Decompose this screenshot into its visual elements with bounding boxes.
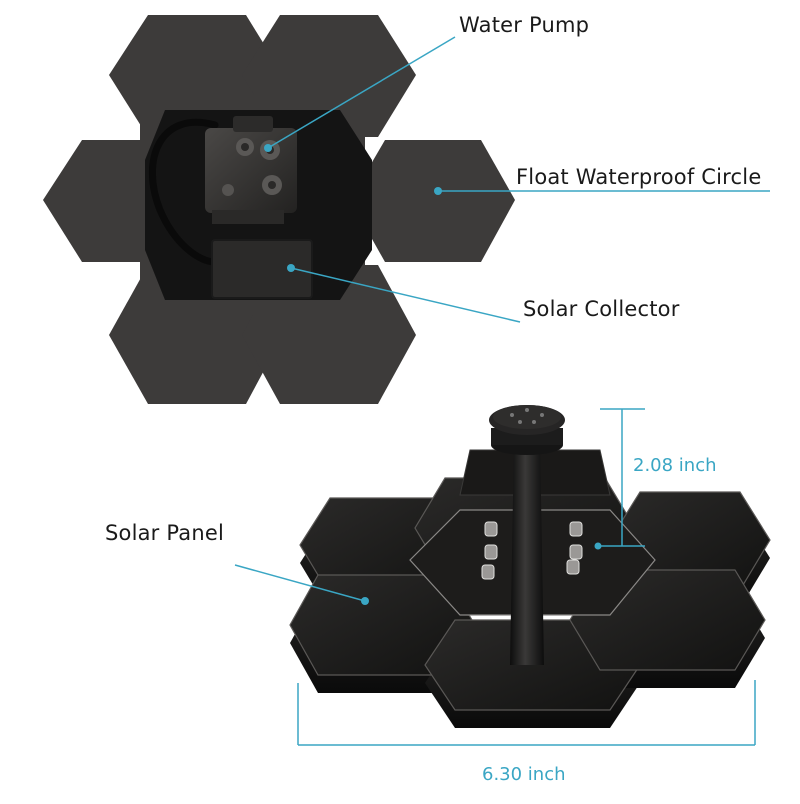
leader-solar-collector [290,267,521,323]
fountain-stem [510,440,544,665]
fountain-nozzle [489,405,565,455]
dimension-height [598,408,645,547]
pump-cable [148,118,219,266]
label-solar-panel: Solar Panel [105,521,225,545]
dimension-height-text: 2.08 inch [633,455,717,476]
dot-height [594,542,602,550]
label-solar-collector: Solar Collector [523,297,680,321]
label-float-waterproof-circle: Float Waterproof Circle [516,165,762,189]
dimension-width-text: 6.30 inch [482,764,566,785]
solar-collector-box [211,239,313,299]
leader-water-pump [267,36,456,149]
callout-lines-top [267,36,770,323]
label-water-pump: Water Pump [459,13,590,37]
float-foam-underside [43,15,515,404]
dimension-width [297,680,756,746]
dot-water-pump [264,144,272,152]
callout-dots-top [264,144,442,272]
leader-solar-panel [234,564,366,602]
dot-solar-panel [361,597,369,605]
solar-fountain [289,405,771,728]
foam-lobe-right [350,140,515,262]
dot-solar-collector [287,264,295,272]
water-pump-body [205,116,297,224]
dot-float-circle [434,187,442,195]
